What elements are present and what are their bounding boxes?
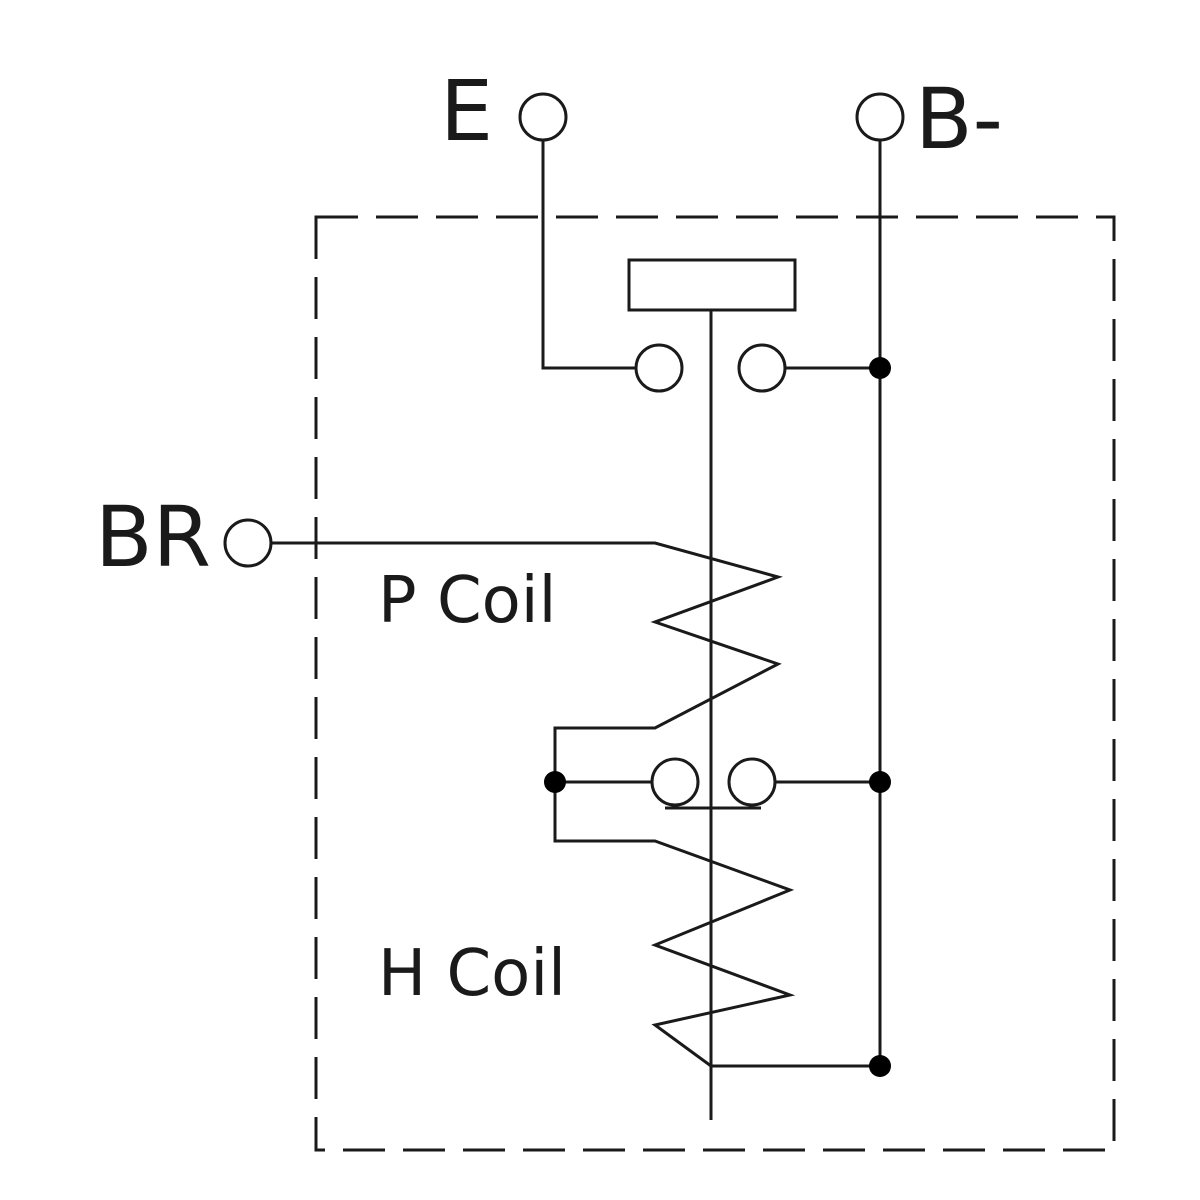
terminal-br xyxy=(223,518,273,568)
label-h-coil: H Coil xyxy=(378,937,566,1011)
lower-contact-right xyxy=(727,757,777,807)
label-p-coil: P Coil xyxy=(378,564,556,638)
label-b-minus: B- xyxy=(915,70,1003,168)
junction-dot-middle xyxy=(869,771,891,793)
lower-contact-left xyxy=(650,757,700,807)
terminal-e xyxy=(518,92,568,142)
label-br: BR xyxy=(95,488,211,586)
junction-dot-upper xyxy=(869,357,891,379)
junction-dot-bottom xyxy=(869,1055,891,1077)
terminal-b-minus xyxy=(855,92,905,142)
label-e: E xyxy=(440,62,493,160)
armature-bar xyxy=(627,258,797,312)
junction-dot-left xyxy=(544,771,566,793)
upper-contact-left xyxy=(634,343,684,393)
relay-housing-outline xyxy=(314,215,1116,1152)
upper-contact-right xyxy=(737,343,787,393)
wire-br-to-p-coil xyxy=(272,541,880,1068)
wire-e-to-upper-contact xyxy=(541,140,636,370)
